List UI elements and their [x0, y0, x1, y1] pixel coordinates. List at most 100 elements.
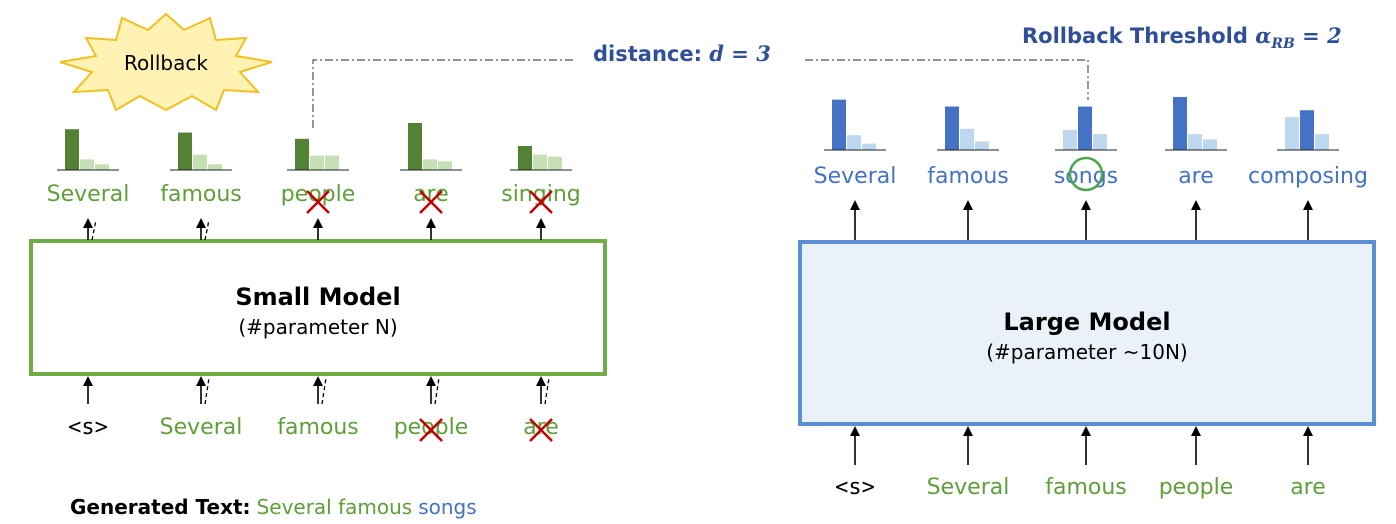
small-input-token: Several — [160, 415, 243, 440]
small-bar-1-2 — [208, 164, 222, 170]
large-input-arrow-3-head — [1191, 426, 1201, 436]
distance-formula: d = 3 — [709, 41, 771, 66]
large-input-token: Several — [927, 475, 1010, 500]
large-output-token: are — [1178, 164, 1214, 189]
large-model-input-tokens: <s> Several famous people are — [835, 475, 1326, 500]
large-model-subtitle: (#parameter ~10N) — [986, 340, 1187, 364]
small-bar-3-1 — [423, 159, 437, 170]
generated-text-label: Generated Text: — [70, 495, 251, 519]
large-bar-3-1 — [1188, 134, 1202, 150]
small-input-arrow-1-dashed — [204, 377, 210, 405]
large-output-arrow-3-head — [1191, 200, 1201, 210]
large-input-arrow-2-head — [1081, 426, 1091, 436]
small-bar-3-2 — [438, 161, 452, 170]
small-output-token: Several — [47, 182, 130, 207]
small-bar-chart-3 — [400, 122, 462, 171]
large-input-token: <s> — [835, 475, 875, 500]
threshold-alpha: α — [1255, 23, 1271, 48]
small-input-arrow-2-head — [313, 376, 323, 386]
large-bar-chart-2 — [1055, 106, 1117, 151]
threshold-value: = 2 — [1295, 23, 1342, 48]
small-bar-2-0 — [295, 138, 309, 170]
small-bar-chart-1 — [170, 132, 232, 171]
small-model-bar-charts — [57, 122, 572, 171]
small-output-reject-icon-stroke-b — [529, 190, 553, 214]
large-output-arrow-1-head — [963, 200, 973, 210]
small-output-arrow-4-head — [536, 218, 546, 228]
large-bar-4-2 — [1315, 134, 1329, 150]
small-output-reject-icon — [419, 190, 443, 214]
small-output-reject-icon-stroke-b — [419, 190, 443, 214]
small-input-token: famous — [277, 415, 359, 440]
small-output-arrow-2-head — [313, 218, 323, 228]
large-input-arrow-4-head — [1303, 426, 1313, 436]
generated-text-blue: songs — [418, 495, 476, 519]
small-input-reject-icon-stroke-b — [529, 418, 553, 442]
small-bar-1-1 — [193, 154, 207, 170]
rollback-badge: Rollback — [59, 12, 273, 112]
small-bar-1-0 — [178, 132, 192, 170]
small-bar-2-1 — [310, 155, 324, 170]
small-output-arrow-1-dashed — [204, 219, 210, 241]
selected-token-circle — [1068, 156, 1104, 192]
large-model: Large Model (#parameter ~10N) Several fam… — [798, 97, 1376, 500]
small-input-token: <s> — [68, 415, 108, 440]
large-bar-4-1 — [1300, 110, 1314, 150]
small-input-arrow-2-dashed — [321, 377, 327, 405]
rollback-badge-label: Rollback — [124, 51, 208, 75]
large-input-arrow-0-head — [850, 426, 860, 436]
small-output-reject-icon — [306, 190, 330, 214]
large-bar-1-0 — [945, 106, 959, 150]
small-input-reject-icon — [419, 418, 443, 442]
distance-line-right — [805, 59, 1089, 100]
large-input-token: famous — [1045, 475, 1127, 500]
small-output-arrow-1-head — [196, 218, 206, 228]
large-input-token: people — [1159, 475, 1234, 500]
small-model-title: Small Model — [235, 283, 400, 311]
large-bar-2-2 — [1093, 134, 1107, 150]
large-output-arrow-2-head — [1081, 200, 1091, 210]
large-bar-0-0 — [832, 99, 846, 150]
large-model-box — [798, 240, 1376, 426]
large-output-arrow-0-head — [850, 200, 860, 210]
small-bar-2-2 — [325, 155, 339, 170]
small-input-reject-icon-stroke-b — [419, 418, 443, 442]
small-output-reject-icon-stroke-b — [306, 190, 330, 214]
small-bar-chart-4 — [510, 146, 572, 171]
distance-connector: distance: d = 3 — [312, 41, 1089, 128]
distance-line-left — [312, 59, 575, 128]
large-bar-chart-1 — [937, 106, 999, 151]
small-output-arrow-0-head — [83, 218, 93, 228]
large-model-bar-charts — [824, 97, 1339, 151]
large-input-token: are — [1290, 475, 1326, 500]
large-model-title: Large Model — [1003, 308, 1170, 336]
small-input-reject-icon — [529, 418, 553, 442]
large-model-arrows — [850, 200, 1313, 465]
small-input-arrow-3-dashed — [434, 377, 440, 405]
rollback-threshold: Rollback Threshold αRB = 2 — [1022, 23, 1342, 52]
small-output-reject-icon — [529, 190, 553, 214]
large-output-token: composing — [1248, 164, 1368, 189]
small-bar-4-1 — [533, 154, 547, 170]
small-bar-3-0 — [408, 122, 422, 170]
large-output-token: Several — [814, 164, 897, 189]
large-bar-3-0 — [1173, 97, 1187, 150]
small-input-token: people — [394, 415, 469, 440]
threshold-subscript: RB — [1270, 36, 1295, 52]
small-bar-0-2 — [95, 164, 109, 170]
large-bar-1-1 — [960, 128, 974, 150]
large-bar-chart-0 — [824, 99, 886, 151]
large-input-arrow-1-head — [963, 426, 973, 436]
small-bar-chart-2 — [287, 138, 349, 171]
small-model-box — [29, 239, 607, 376]
small-bar-0-0 — [65, 129, 79, 170]
small-bar-4-2 — [548, 156, 562, 170]
large-bar-0-2 — [862, 143, 876, 150]
small-output-token: famous — [160, 182, 242, 207]
